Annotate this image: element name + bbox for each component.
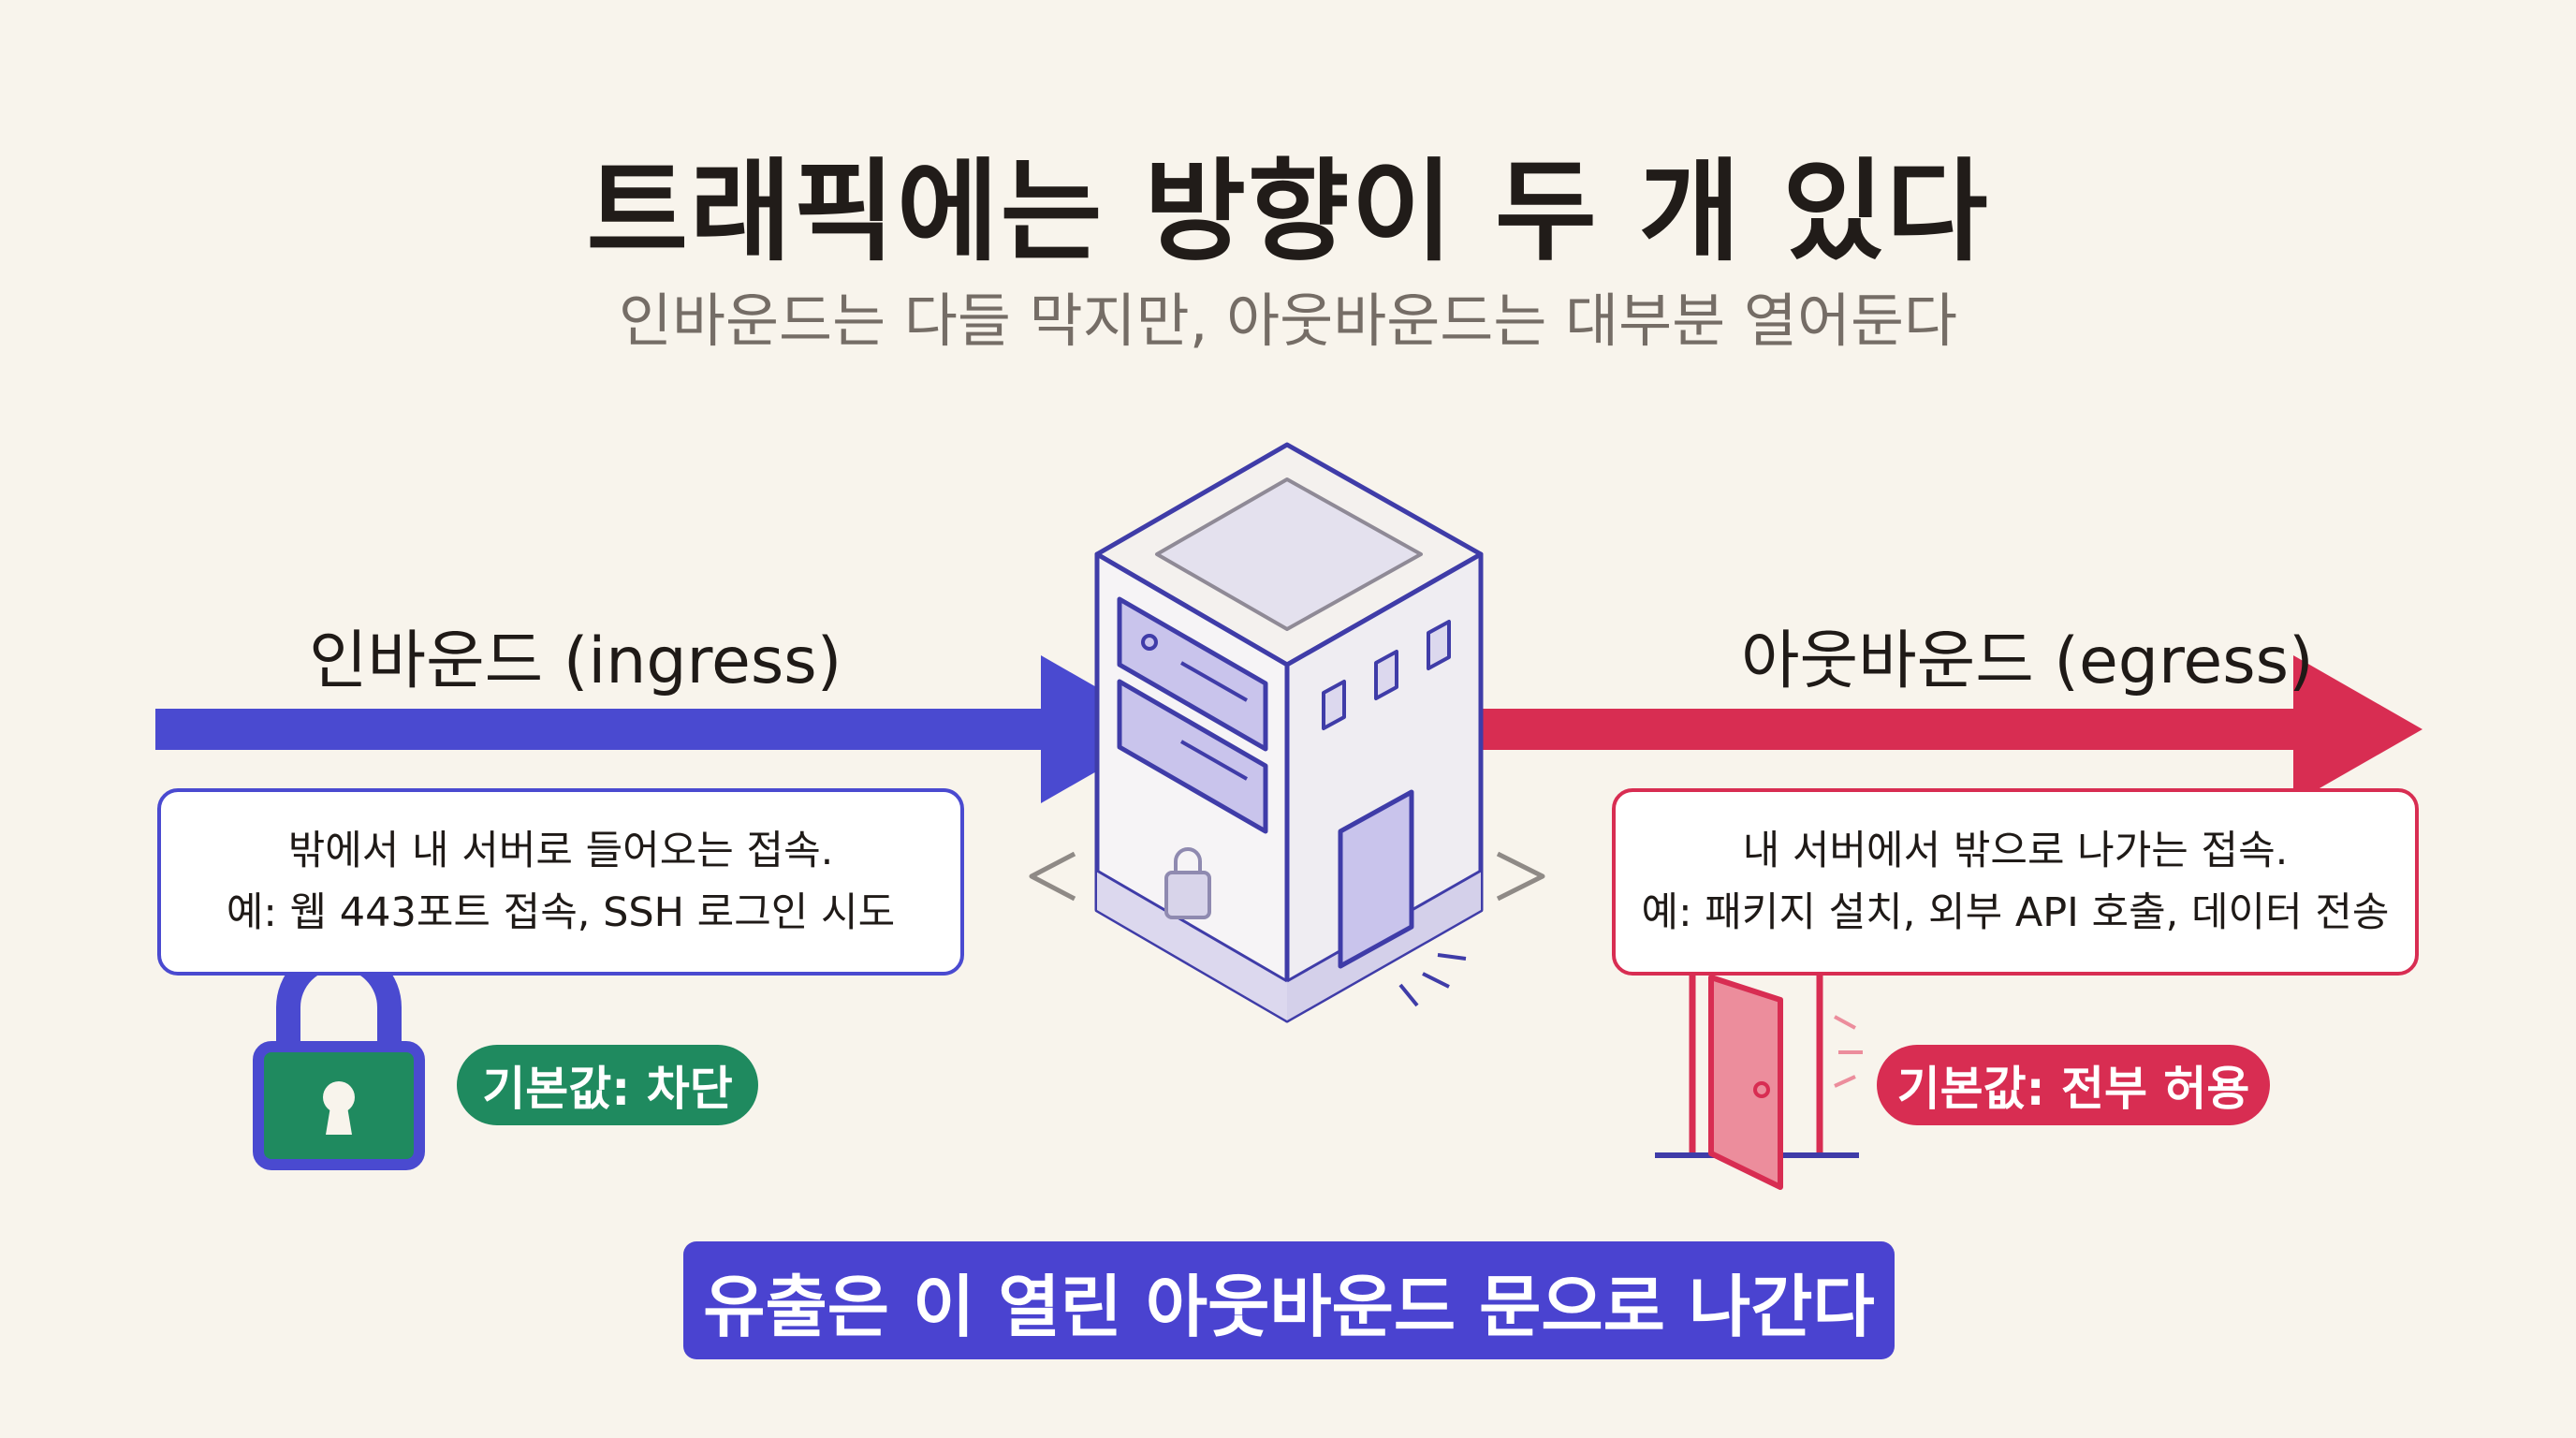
diagram-subtitle: 인바운드는 다들 막지만, 아웃바운드는 대부분 열어둔다 bbox=[618, 286, 1958, 355]
open-door-icon bbox=[1655, 961, 1863, 1190]
outbound-example-line: 예: 패키지 설치, 외부 API 호출, 데이터 전송 bbox=[1641, 889, 2390, 936]
outbound-default-badge: 기본값: 전부 허용 bbox=[1877, 1045, 2270, 1125]
inbound-example-line: 예: 웹 443포트 접속, SSH 로그인 시도 bbox=[226, 889, 896, 936]
server-building-icon bbox=[1029, 442, 1545, 1023]
leak-warning-banner: 유출은 이 열린 아웃바운드 문으로 나간다 bbox=[683, 1241, 1895, 1359]
inbound-description-line: 밖에서 내 서버로 들어오는 접속. bbox=[287, 828, 834, 874]
diagram-title: 트래픽에는 방향이 두 개 있다 bbox=[586, 147, 1990, 276]
padlock-icon bbox=[253, 945, 425, 1170]
inbound-default-badge: 기본값: 차단 bbox=[457, 1045, 758, 1125]
outbound-label: 아웃바운드 (egress) bbox=[1741, 624, 2314, 698]
inbound-description-box: 밖에서 내 서버로 들어오는 접속. 예: 웹 443포트 접속, SSH 로그… bbox=[157, 788, 964, 976]
inbound-label: 인바운드 (ingress) bbox=[309, 624, 842, 698]
outbound-description-line: 내 서버에서 밖으로 나가는 접속. bbox=[1742, 828, 2289, 874]
outbound-arrow bbox=[1404, 655, 2422, 803]
outbound-description-box: 내 서버에서 밖으로 나가는 접속. 예: 패키지 설치, 외부 API 호출,… bbox=[1612, 788, 2419, 976]
